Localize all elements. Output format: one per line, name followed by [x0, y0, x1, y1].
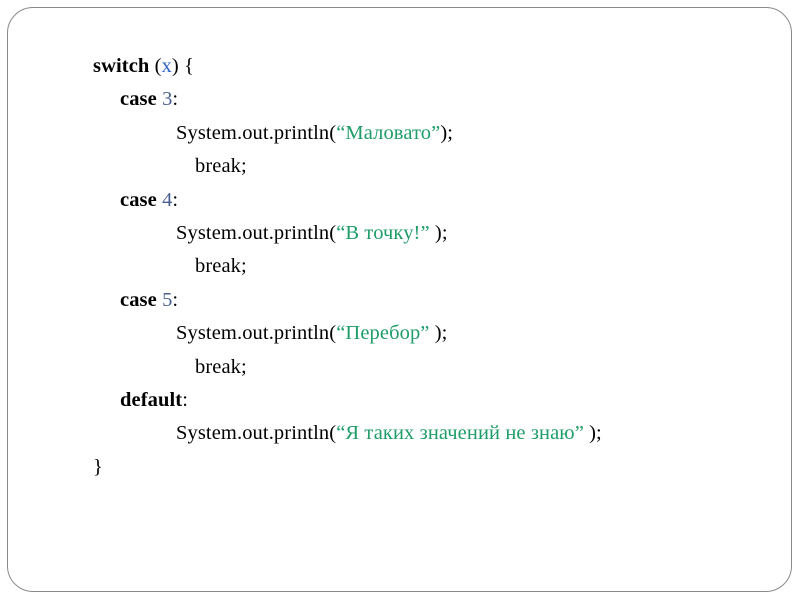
token-plain: : [172, 188, 179, 211]
line-switch: switch (x) { [86, 50, 776, 83]
line-break-3: break; [86, 150, 776, 183]
token-plain: System.out.println( [176, 222, 337, 245]
line-println-4: System.out.println(“В точку!” ); [86, 217, 776, 250]
token-plain: System.out.println( [176, 121, 337, 144]
token-kw: case [120, 88, 157, 111]
token-plain: ); [583, 422, 602, 445]
token-kw: case [120, 188, 157, 211]
token-plain: ) { [171, 55, 195, 77]
code-block: switch (x) {case 3:System.out.println(“М… [86, 50, 776, 484]
token-plain: : [172, 88, 179, 111]
token-plain: break; [195, 355, 247, 378]
line-println-default: System.out.println(“Я таких значений не … [86, 417, 776, 450]
line-case-4: case 4: [86, 184, 776, 217]
line-break-5: break; [86, 351, 776, 384]
token-str: “Перебор” [336, 322, 430, 345]
token-kw: switch [93, 55, 150, 77]
token-str: “Маловато” [336, 121, 441, 144]
token-num: 4 [162, 188, 173, 211]
token-plain: : [172, 288, 179, 311]
line-close-brace: } [86, 451, 776, 484]
slide-frame: switch (x) {case 3:System.out.println(“М… [7, 7, 792, 592]
token-plain: break; [195, 155, 247, 178]
line-println-3: System.out.println(“Маловато”); [86, 117, 776, 150]
token-plain: System.out.println( [176, 322, 337, 345]
token-plain: } [93, 455, 103, 478]
token-plain: ); [429, 222, 448, 245]
token-num: 5 [162, 288, 173, 311]
token-plain: ); [429, 322, 448, 345]
token-plain: ( [149, 55, 162, 77]
token-kw: case [120, 288, 157, 311]
token-var: x [161, 55, 172, 77]
token-plain: : [182, 389, 188, 412]
token-plain: break; [195, 255, 247, 278]
line-break-4: break; [86, 250, 776, 283]
token-plain: ); [440, 121, 454, 144]
token-str: “Я таких значений не знаю” [336, 422, 584, 445]
line-case-3: case 3: [86, 83, 776, 116]
token-plain: System.out.println( [176, 422, 337, 445]
token-kw: default [120, 389, 183, 412]
line-case-5: case 5: [86, 284, 776, 317]
line-println-5: System.out.println(“Перебор” ); [86, 317, 776, 350]
line-default: default: [86, 384, 776, 417]
token-str: “В точку!” [336, 222, 430, 245]
token-num: 3 [162, 88, 173, 111]
